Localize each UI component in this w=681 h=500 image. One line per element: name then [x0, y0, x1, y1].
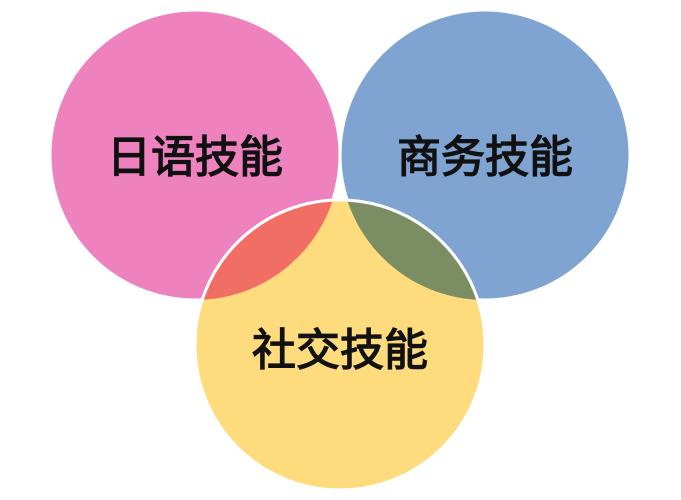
japanese-skills-label: 日语技能	[107, 132, 283, 183]
business-social-overlap	[340, 198, 487, 300]
social-skills-label: 社交技能	[252, 325, 428, 376]
japanese-social-overlap	[193, 198, 340, 300]
business-skills-label: 商务技能	[397, 132, 573, 183]
